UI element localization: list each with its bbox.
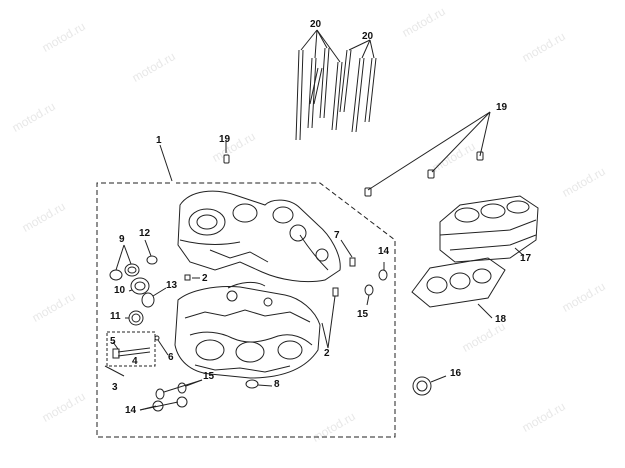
callout-4: 4 <box>132 356 138 367</box>
callout-19: 19 <box>219 134 231 145</box>
lower-crankcase <box>174 286 321 379</box>
callout-11: 11 <box>110 311 121 322</box>
callout-12: 12 <box>139 228 151 239</box>
callout-8: 8 <box>274 379 280 390</box>
sub-assembly-box <box>106 331 156 367</box>
callout-2: 2 <box>324 348 330 359</box>
cylinder-base-gasket <box>411 257 506 319</box>
dowel-pins <box>223 111 491 197</box>
cylinder-studs <box>295 29 377 141</box>
callout-7: 7 <box>334 230 340 241</box>
callout-6: 6 <box>168 352 174 363</box>
small-parts <box>104 239 388 412</box>
assembly-boundary <box>96 182 396 438</box>
callout-3: 3 <box>112 382 118 393</box>
callout-1: 1 <box>156 135 162 146</box>
leader-line <box>159 144 173 182</box>
callout-20: 20 <box>310 19 322 30</box>
callout-16: 16 <box>450 368 462 379</box>
cylinder-block <box>439 195 539 263</box>
callout-17: 17 <box>520 253 532 264</box>
callout-18: 18 <box>495 314 507 325</box>
callout-9: 9 <box>119 234 125 245</box>
callout-20: 20 <box>362 31 374 42</box>
callout-10: 10 <box>114 285 126 296</box>
callout-5: 5 <box>110 336 116 347</box>
callout-14: 14 <box>378 246 390 257</box>
callout-14: 14 <box>125 405 137 416</box>
callout-19: 19 <box>496 102 508 113</box>
callout-2: 2 <box>202 273 208 284</box>
oil-filter-cap <box>412 375 447 396</box>
upper-crankcase <box>177 190 341 289</box>
callout-15: 15 <box>203 371 215 382</box>
callout-13: 13 <box>166 280 178 291</box>
callout-15: 15 <box>357 309 369 320</box>
